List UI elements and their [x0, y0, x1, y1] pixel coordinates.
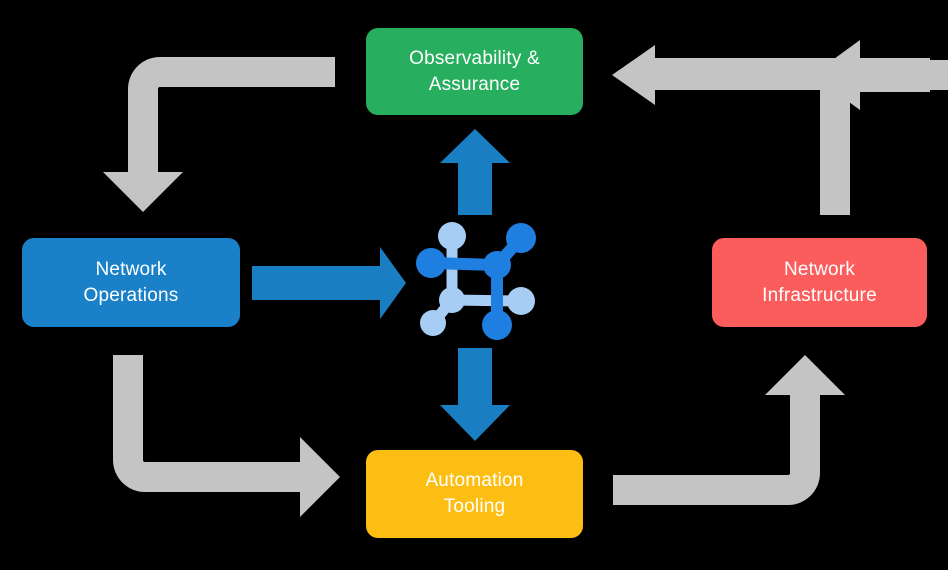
- cycle-arrow-infrastructure-shaft-top: [852, 58, 930, 92]
- primary-arrow-center-to-automation: [440, 348, 510, 441]
- primary-arrow-center-to-observability: [440, 129, 510, 215]
- cycle-arrow-operations-to-automation: [113, 355, 340, 517]
- node-label-network-operations: Network Operations: [83, 258, 179, 306]
- node-network-operations[interactable]: Network Operations: [22, 238, 240, 327]
- node-label-automation-tooling: Automation Tooling: [425, 470, 524, 517]
- node-label-network-infrastructure: Network Infrastructure: [762, 258, 877, 306]
- cycle-arrow-infrastructure-bar: [650, 58, 855, 90]
- node-automation-tooling[interactable]: Automation Tooling: [366, 450, 583, 538]
- cycle-arrow-automation-to-infrastructure: [613, 355, 845, 505]
- cycle-arrow-infrastructure-arrowhead: [612, 45, 655, 105]
- node-observability-and-assurance[interactable]: Observability & Assurance: [366, 28, 583, 115]
- network-topology-icon: [416, 222, 536, 340]
- node-network-infrastructure[interactable]: Network Infrastructure: [712, 238, 927, 327]
- primary-arrow-operations-to-center: [252, 247, 406, 319]
- node-label-observability: Observability & Assurance: [409, 47, 540, 95]
- cycle-arrow-observability-to-operations: [103, 57, 335, 212]
